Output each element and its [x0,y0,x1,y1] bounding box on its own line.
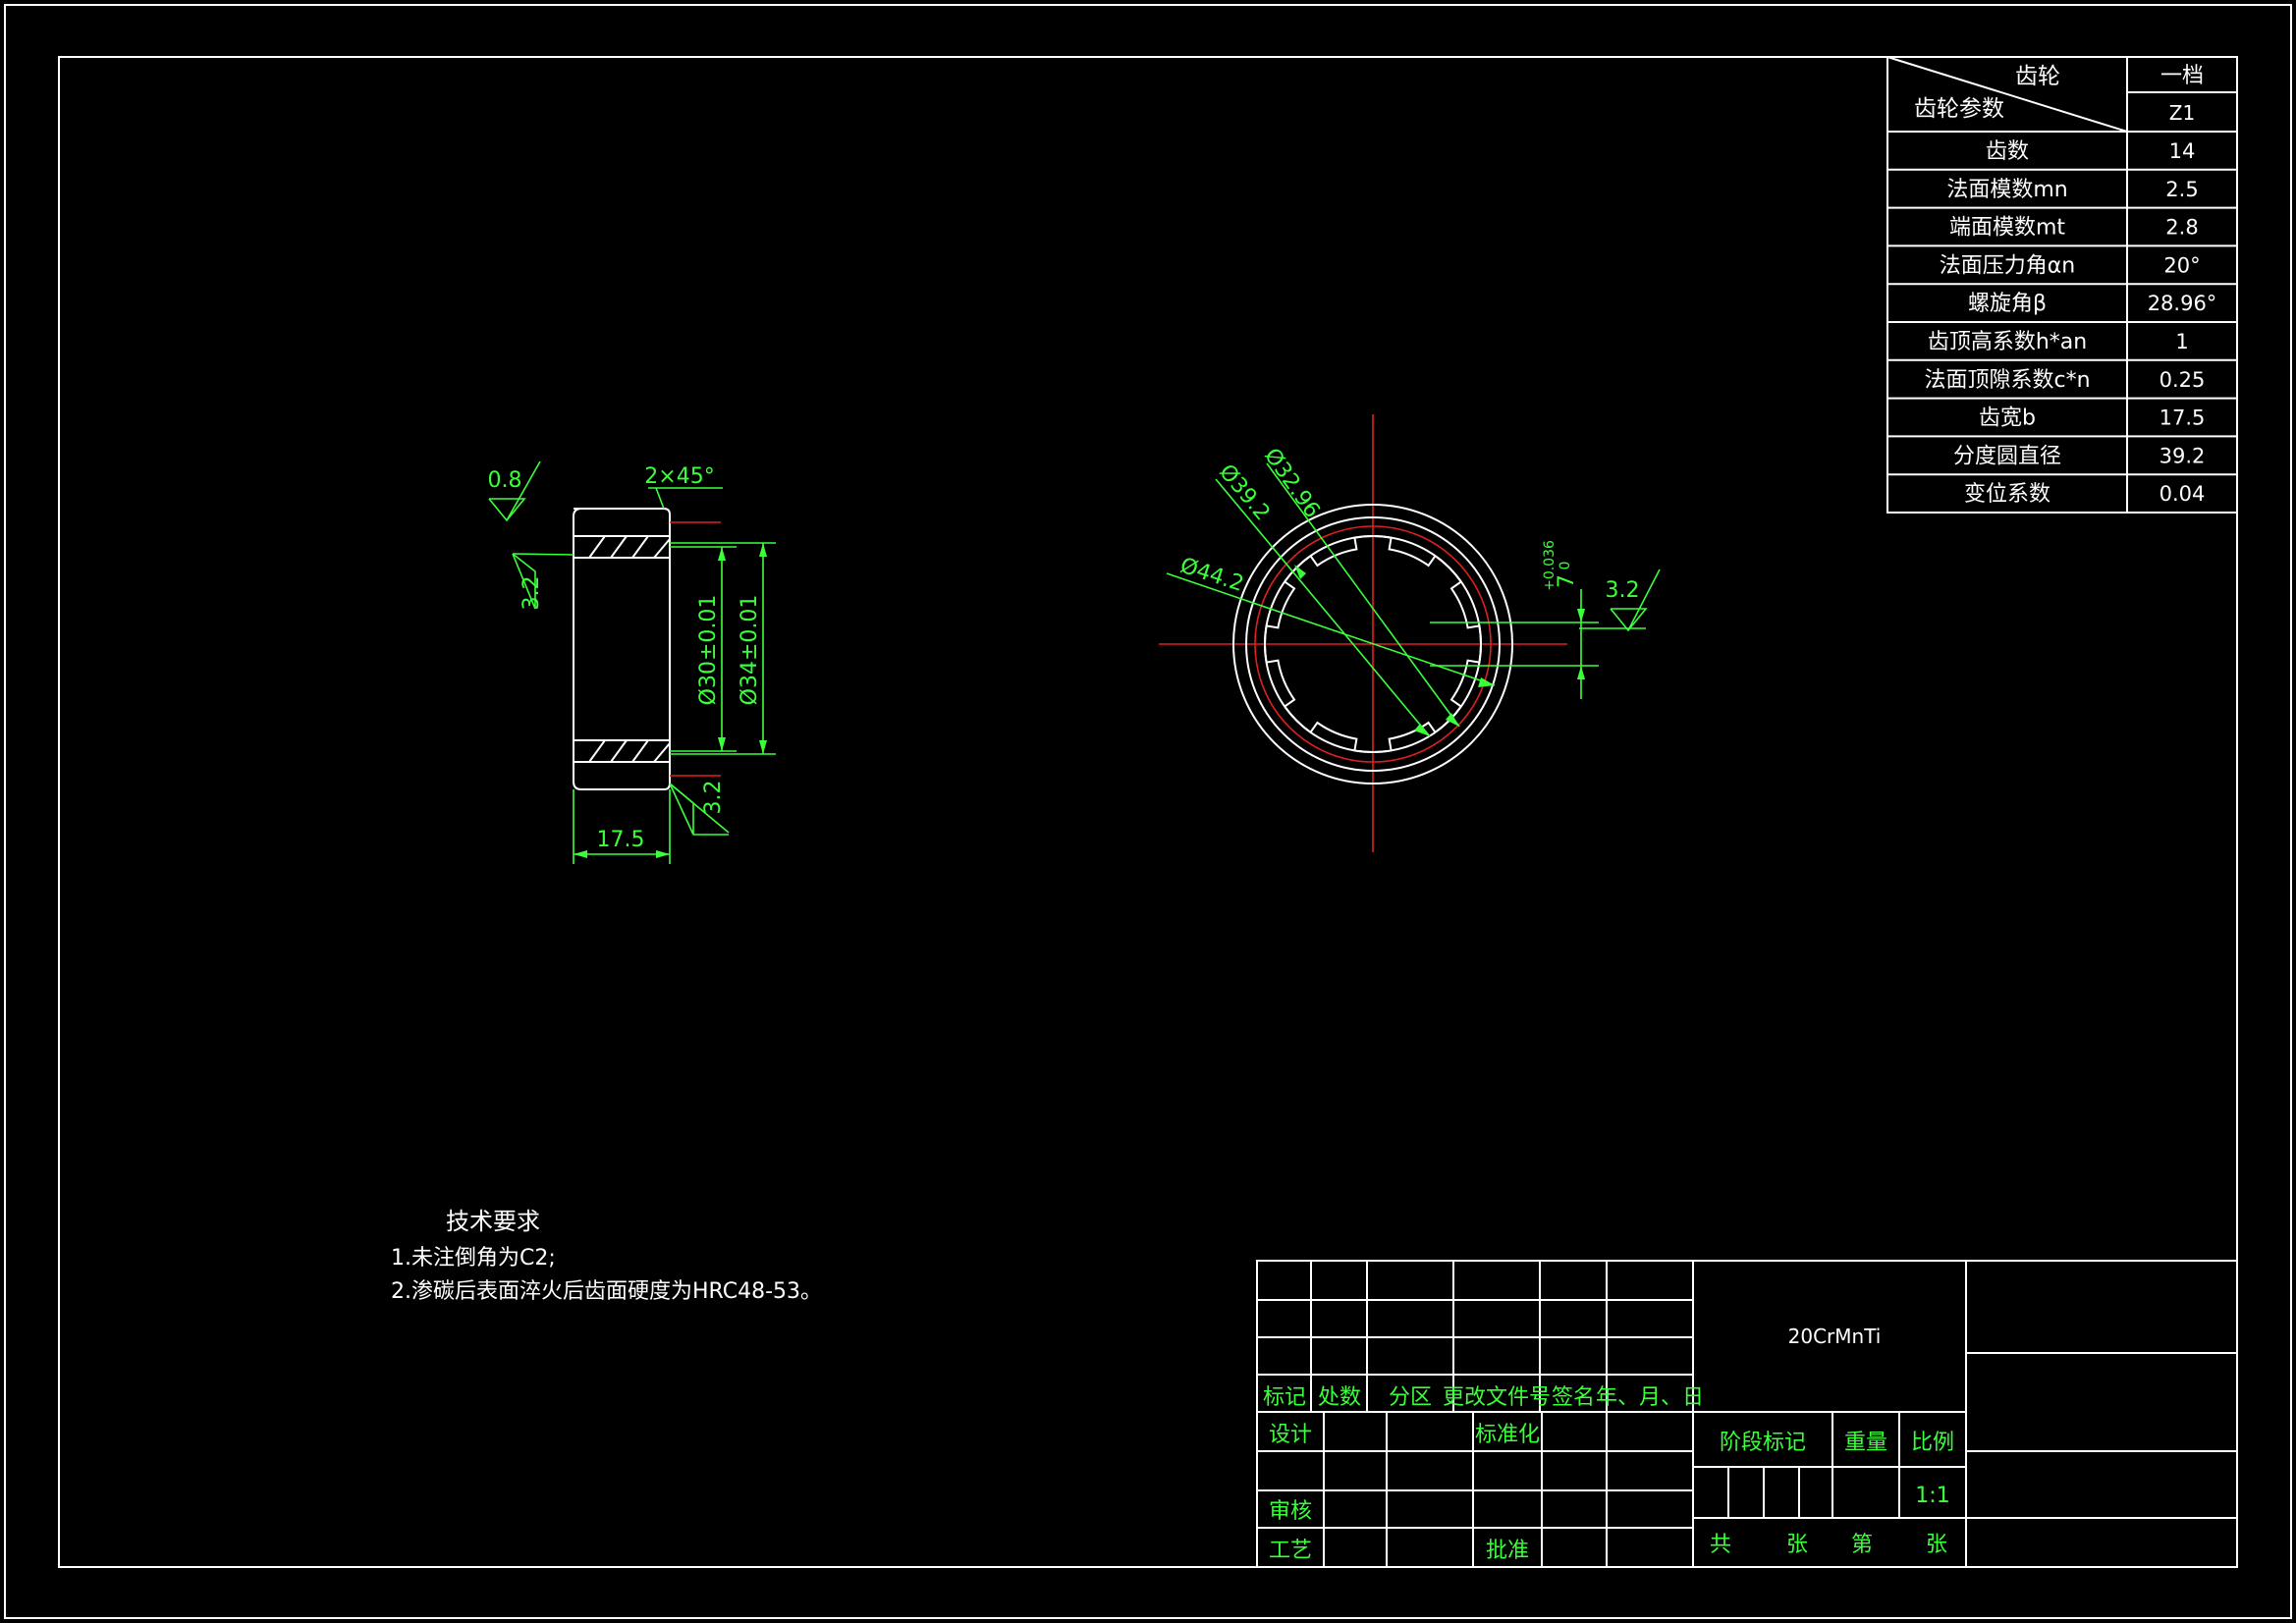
table-row-label: 螺旋角β [1968,292,2047,316]
weight-label: 重量 [1844,1431,1887,1455]
table-corner-top: 齿轮 [2015,64,2060,89]
table-row-value: 2.5 [2165,178,2198,201]
table-row-value: 14 [2169,139,2196,163]
design-label: 设计 [1269,1423,1312,1447]
table-row-value: 0.04 [2159,482,2206,506]
side-section-view: 0.8 2×45° 3.2 Ø30±0.01 Ø34±0.01 3.2 17.5 [488,460,776,864]
gear-parameter-table: 齿轮 齿轮参数 一档 Z1 齿数 14 法面模数mn 2.5 端面模数mt 2.8 法面压力… [1886,56,2238,514]
table-row-label: 齿顶高系数h*an [1928,330,2087,354]
keyway-label: 7 [1555,574,1579,588]
rev-header-doc: 更改文件号 [1443,1385,1551,1410]
table-row-label: 法面模数mn [1946,178,2067,202]
roughness-left-label: 3.2 [519,576,544,611]
sheets-unit-label: 张 [1786,1533,1808,1557]
table-row-label: 法面压力角αn [1940,253,2075,278]
table-row-label: 端面模数mt [1949,216,2065,241]
drawing-frame [58,56,2238,1568]
table-row-value: 0.25 [2159,368,2206,392]
dia-pitch-label: Ø39.2 [1214,460,1275,525]
table-row-value: 28.96° [2148,292,2217,315]
material-label: 20CrMnTi [1788,1325,1882,1348]
table-row-value: 17.5 [2159,406,2206,430]
table-row-value: 1 [2175,330,2188,353]
scale-value: 1:1 [1915,1484,1949,1508]
roughness-bottom-label: 3.2 [701,781,726,815]
rev-header-count: 处数 [1318,1385,1361,1410]
outer-border [4,4,2292,1619]
rev-header-zone: 分区 [1389,1385,1432,1410]
roughness-top-label: 0.8 [488,468,522,493]
table-row-value: 39.2 [2159,444,2206,467]
table-corner-bottom: 齿轮参数 [1914,96,2004,122]
table-row-label: 齿宽b [1979,406,2036,431]
keyway-tol-lower: 0 [1558,562,1573,570]
notes-title: 技术要求 [446,1208,540,1235]
table-row-label: 变位系数 [1964,482,2050,507]
dim-outer-label: Ø34±0.01 [738,595,762,706]
front-roughness-label: 3.2 [1606,578,1640,603]
dia-outer-label: Ø44.2 [1177,554,1247,597]
sheets-total-label: 共 [1710,1533,1731,1557]
table-row-value: 20° [2163,253,2200,277]
title-block: 标记 处数 分区 更改文件号 签名 年、月、日 设计 标准化 审核 工艺 批准 … [1256,1260,2238,1568]
front-view: Ø44.2 Ø39.2 Ø32.96 7 +0.036 0 3.2 [1159,414,1661,852]
rev-header-date: 年、月、日 [1596,1385,1704,1410]
dim-inner-label: Ø30±0.01 [696,595,721,706]
technical-notes: 技术要求 1.未注倒角为C2; 2.渗碳后表面淬火后齿面硬度为HRC48-53。 [391,1208,822,1304]
rev-header-mark: 标记 [1263,1385,1306,1410]
table-row-label: 法面顶隙系数c*n [1924,368,2090,393]
approve-label: 批准 [1486,1539,1529,1563]
rev-header-sign: 签名 [1552,1385,1595,1410]
chamfer-label: 2×45° [644,464,714,489]
notes-item-2: 2.渗碳后表面淬火后齿面硬度为HRC48-53。 [391,1279,822,1304]
table-header-symbol: Z1 [2169,101,2195,125]
sheet-no-label: 第 [1851,1533,1873,1557]
table-header-value: 一档 [2160,64,2204,88]
notes-item-1: 1.未注倒角为C2; [391,1246,556,1271]
table-row-label: 分度圆直径 [1953,444,2061,468]
review-label: 审核 [1269,1499,1312,1524]
table-row-value: 2.8 [2165,216,2198,240]
sheet-unit2-label: 张 [1926,1533,1947,1557]
dim-width-label: 17.5 [597,828,645,852]
scale-label: 比例 [1911,1431,1954,1455]
stage-mark-label: 阶段标记 [1720,1431,1806,1455]
table-row-label: 齿数 [1986,139,2029,164]
standardize-label: 标准化 [1475,1423,1540,1447]
process-label: 工艺 [1269,1539,1312,1563]
keyway-tol-upper: +0.036 [1542,540,1558,591]
